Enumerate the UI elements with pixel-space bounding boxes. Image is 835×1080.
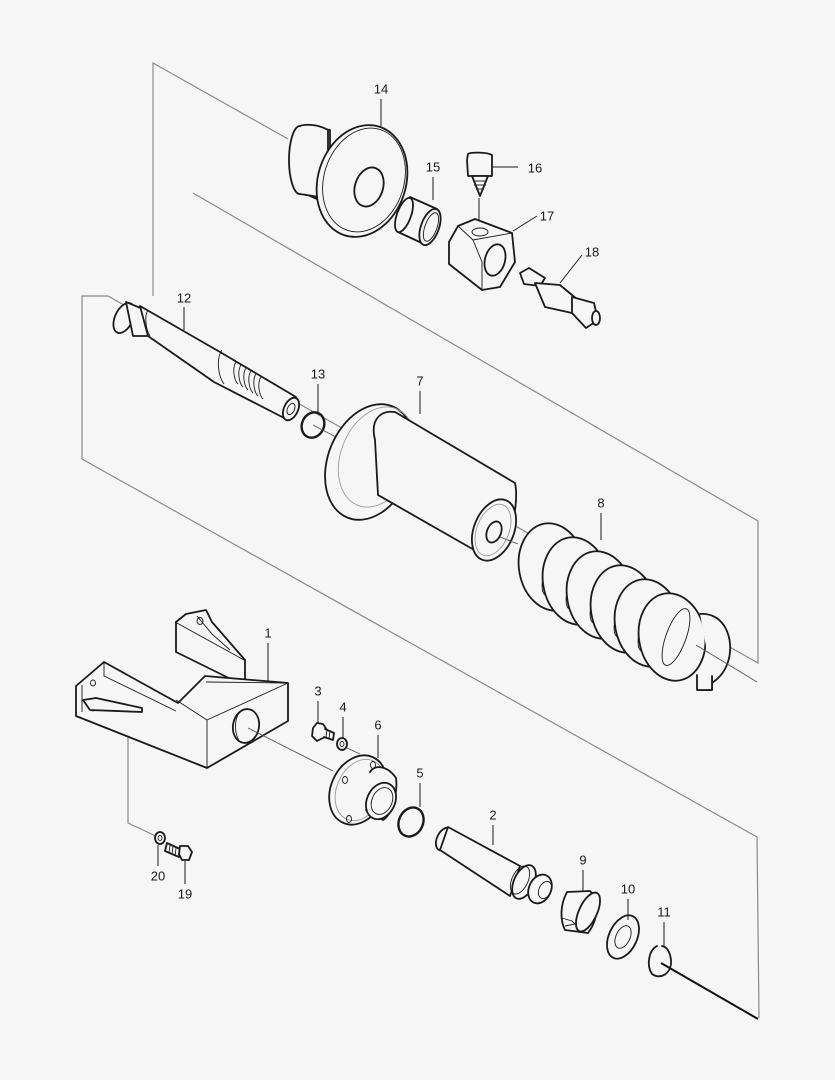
callout-12: 12	[176, 290, 192, 306]
shaft-threads	[233, 361, 264, 400]
callout-7: 7	[416, 373, 424, 389]
part-7-cylinder[interactable]	[309, 391, 525, 568]
callout-8: 8	[597, 495, 605, 511]
part-2-piston-rod[interactable]	[433, 825, 557, 907]
callout-20: 20	[150, 868, 166, 884]
part-17-hex-block[interactable]	[448, 215, 538, 291]
part-6-flange[interactable]	[318, 735, 401, 834]
part-13-o-ring[interactable]	[298, 384, 337, 441]
part-11-snap-ring[interactable]	[647, 922, 759, 1020]
part-8-coil-spring[interactable]	[512, 513, 758, 691]
part-16-plug-screw[interactable]	[466, 151, 518, 220]
callout-2: 2	[489, 807, 497, 823]
part-12-shaft[interactable]	[109, 300, 302, 423]
part-3-bolt[interactable]	[311, 701, 335, 742]
part-14-end-cap[interactable]	[288, 113, 421, 249]
callout-11: 11	[657, 904, 671, 920]
callout-15: 15	[425, 159, 441, 175]
callout-18: 18	[584, 244, 600, 260]
part-1-bracket[interactable]	[75, 609, 334, 772]
part-4-washer[interactable]	[336, 717, 361, 755]
callout-1: 1	[264, 625, 272, 641]
callout-4: 4	[339, 699, 347, 715]
callout-19: 19	[177, 886, 193, 902]
callout-3: 3	[314, 683, 322, 699]
callout-10: 10	[620, 881, 636, 897]
part-18-grease-fitting[interactable]	[519, 254, 601, 329]
callout-6: 6	[374, 717, 382, 733]
part-10-seal[interactable]	[601, 899, 646, 964]
part-20-washer[interactable]	[154, 831, 166, 866]
part-15-bushing[interactable]	[391, 196, 445, 248]
callout-9: 9	[579, 852, 587, 868]
callout-14: 14	[373, 81, 389, 97]
callout-5: 5	[416, 765, 424, 781]
callout-17: 17	[539, 208, 555, 224]
callout-13: 13	[310, 366, 326, 382]
part-9-split-bushing[interactable]	[560, 870, 605, 935]
callout-16: 16	[527, 160, 543, 176]
part-19-bolt[interactable]	[164, 842, 193, 884]
part-5-o-ring[interactable]	[394, 783, 428, 841]
